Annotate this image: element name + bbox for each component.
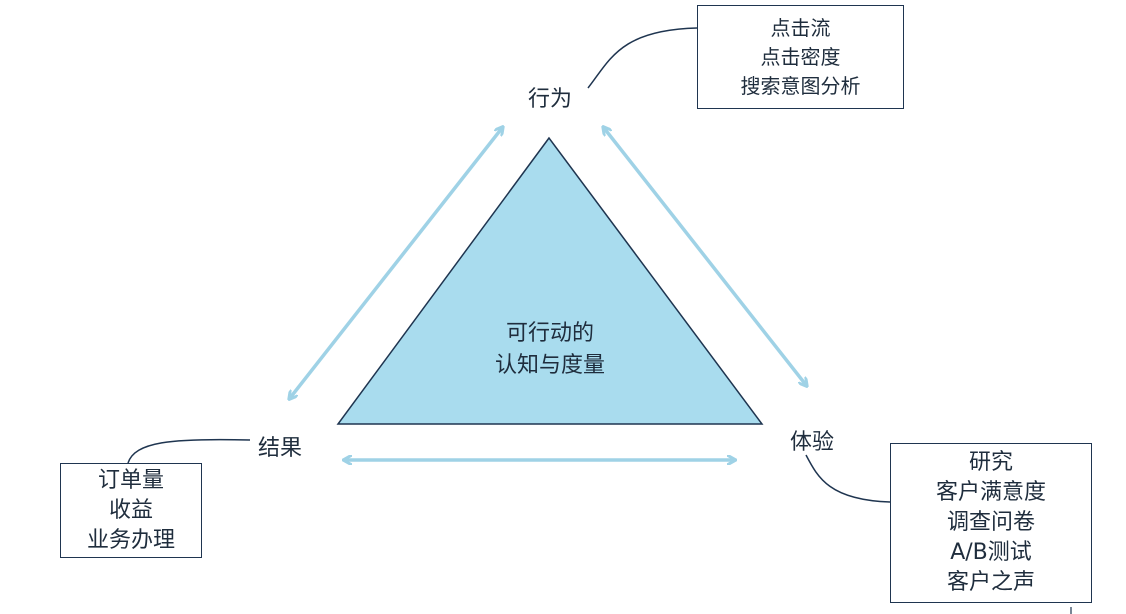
arrow-behavior-outcome bbox=[290, 128, 502, 398]
experience-item: 研究 bbox=[968, 450, 1013, 475]
experience-item: 客户之声 bbox=[946, 570, 1035, 595]
behavior-item: 点击密度 bbox=[760, 44, 841, 69]
outcome-item: 收益 bbox=[108, 497, 153, 523]
outcome-item: 订单量 bbox=[97, 467, 164, 493]
outcome-details-box: 订单量 收益 业务办理 bbox=[60, 463, 202, 558]
center-label-line-1: 可行动的 bbox=[505, 321, 594, 346]
behavior-item: 搜索意图分析 bbox=[740, 73, 861, 98]
experience-item: 调查问卷 bbox=[946, 510, 1035, 535]
experience-details-box: 研究 客户满意度 调查问卷 A/B测试 客户之声 bbox=[890, 443, 1092, 603]
connector-experience bbox=[805, 454, 891, 503]
outcome-item: 业务办理 bbox=[86, 527, 175, 553]
node-title-behavior: 行为 bbox=[528, 87, 573, 112]
node-title-outcome: 结果 bbox=[258, 436, 303, 461]
behavior-details-box: 点击流 点击密度 搜索意图分析 bbox=[697, 5, 904, 109]
center-label: 可行动的 认知与度量 bbox=[450, 318, 650, 382]
arrow-behavior-experience bbox=[604, 128, 806, 385]
experience-item: A/B测试 bbox=[950, 540, 1032, 565]
connector-behavior bbox=[587, 27, 698, 89]
center-label-line-2: 认知与度量 bbox=[494, 353, 605, 378]
behavior-item: 点击流 bbox=[770, 15, 831, 40]
node-title-experience: 体验 bbox=[790, 430, 835, 455]
connector-outcome bbox=[127, 438, 251, 464]
experience-item: 客户满意度 bbox=[935, 480, 1046, 505]
